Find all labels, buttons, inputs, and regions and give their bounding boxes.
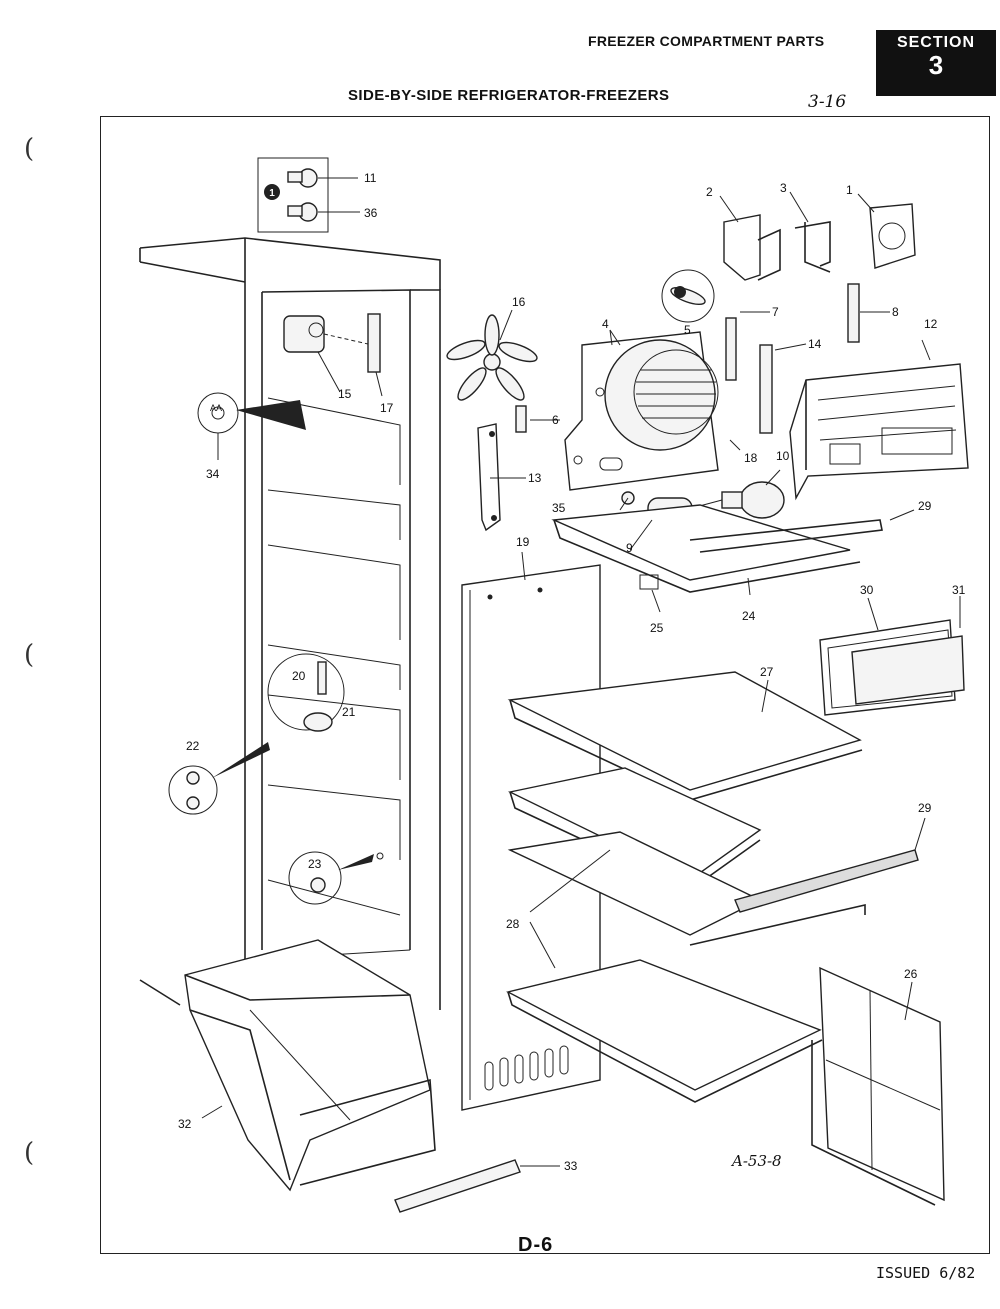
bin-rail [394, 1159, 560, 1213]
callout-17: 17 [380, 401, 394, 415]
diagram-code: D-6 [518, 1234, 554, 1256]
callout-26: 26 [904, 967, 918, 981]
binder-mark: ( [24, 1138, 35, 1168]
callout-30: 30 [860, 583, 874, 597]
callout-29-top: 29 [918, 499, 932, 513]
issued-date: ISSUED 6/82 [876, 1264, 976, 1282]
inset-marker-label: 1 [269, 188, 275, 199]
callout-21: 21 [342, 705, 356, 719]
callout-36: 36 [364, 206, 378, 220]
callout-32: 32 [178, 1117, 192, 1131]
callout-15: 15 [338, 387, 352, 401]
callout-3: 3 [780, 181, 787, 195]
hardware-parts [477, 203, 916, 532]
control-panel-cover [789, 363, 969, 501]
callout-23: 23 [308, 857, 322, 871]
callout-27: 27 [760, 665, 774, 679]
page-title: FREEZER COMPARTMENT PARTS [588, 33, 825, 49]
section-label: SECTION [896, 34, 976, 51]
callout-11: 11 [364, 171, 377, 185]
callout-13: 13 [528, 471, 542, 485]
callout-20: 20 [292, 669, 306, 683]
callout-1: 1 [846, 183, 853, 197]
section-number: 3 [928, 50, 944, 80]
leader-lines [201, 191, 961, 1119]
top-shelf [551, 504, 883, 593]
callout-33: 33 [564, 1159, 578, 1173]
section-badge: SECTION 3 [876, 30, 996, 96]
fan-bracket [564, 329, 719, 491]
callout-7: 7 [772, 305, 779, 319]
callout-8: 8 [892, 305, 899, 319]
callout-5: 5 [684, 323, 691, 337]
callout-29-bottom: 29 [918, 801, 932, 815]
callout-18: 18 [744, 451, 758, 465]
access-cover [811, 966, 945, 1206]
callout-14: 14 [808, 337, 822, 351]
page-subtitle: SIDE-BY-SIDE REFRIGERATOR-FREEZERS [348, 87, 670, 104]
callout-2: 2 [706, 185, 713, 199]
switch-parts [283, 313, 381, 373]
callout-28: 28 [506, 917, 520, 931]
freezer-cabinet [139, 237, 441, 1010]
wire-shelves [506, 671, 919, 1103]
diagram-frame [100, 116, 990, 1254]
inset-switches: 1 [257, 157, 360, 233]
callout-16: 16 [512, 295, 526, 309]
callout-31: 31 [952, 583, 966, 597]
detail-insets: AA [168, 392, 384, 905]
callout-24: 24 [742, 609, 756, 623]
callout-4: 4 [602, 317, 609, 331]
defrost-knob [661, 269, 715, 323]
inset-marker-icon [264, 184, 280, 200]
callout-19: 19 [516, 535, 530, 549]
callout-10: 10 [776, 449, 790, 463]
handwritten-page-number: 3-16 [808, 92, 847, 112]
plug-label: AA [210, 403, 222, 413]
callout-labels: 11 36 2 3 1 16 4 5 7 8 12 14 6 15 17 34 … [178, 171, 966, 1173]
callout-12: 12 [924, 317, 938, 331]
callout-35: 35 [552, 501, 566, 515]
fan-blade [446, 309, 538, 401]
callout-22: 22 [186, 739, 200, 753]
callout-25: 25 [650, 621, 664, 635]
binder-mark: ( [24, 134, 35, 164]
binder-mark: ( [24, 640, 35, 670]
callout-34: 34 [206, 467, 220, 481]
handwritten-reference: A-53-8 [730, 1152, 782, 1170]
callout-9: 9 [626, 541, 633, 555]
storage-bin [184, 939, 436, 1192]
light-shield [819, 619, 965, 716]
callout-6: 6 [552, 413, 559, 427]
